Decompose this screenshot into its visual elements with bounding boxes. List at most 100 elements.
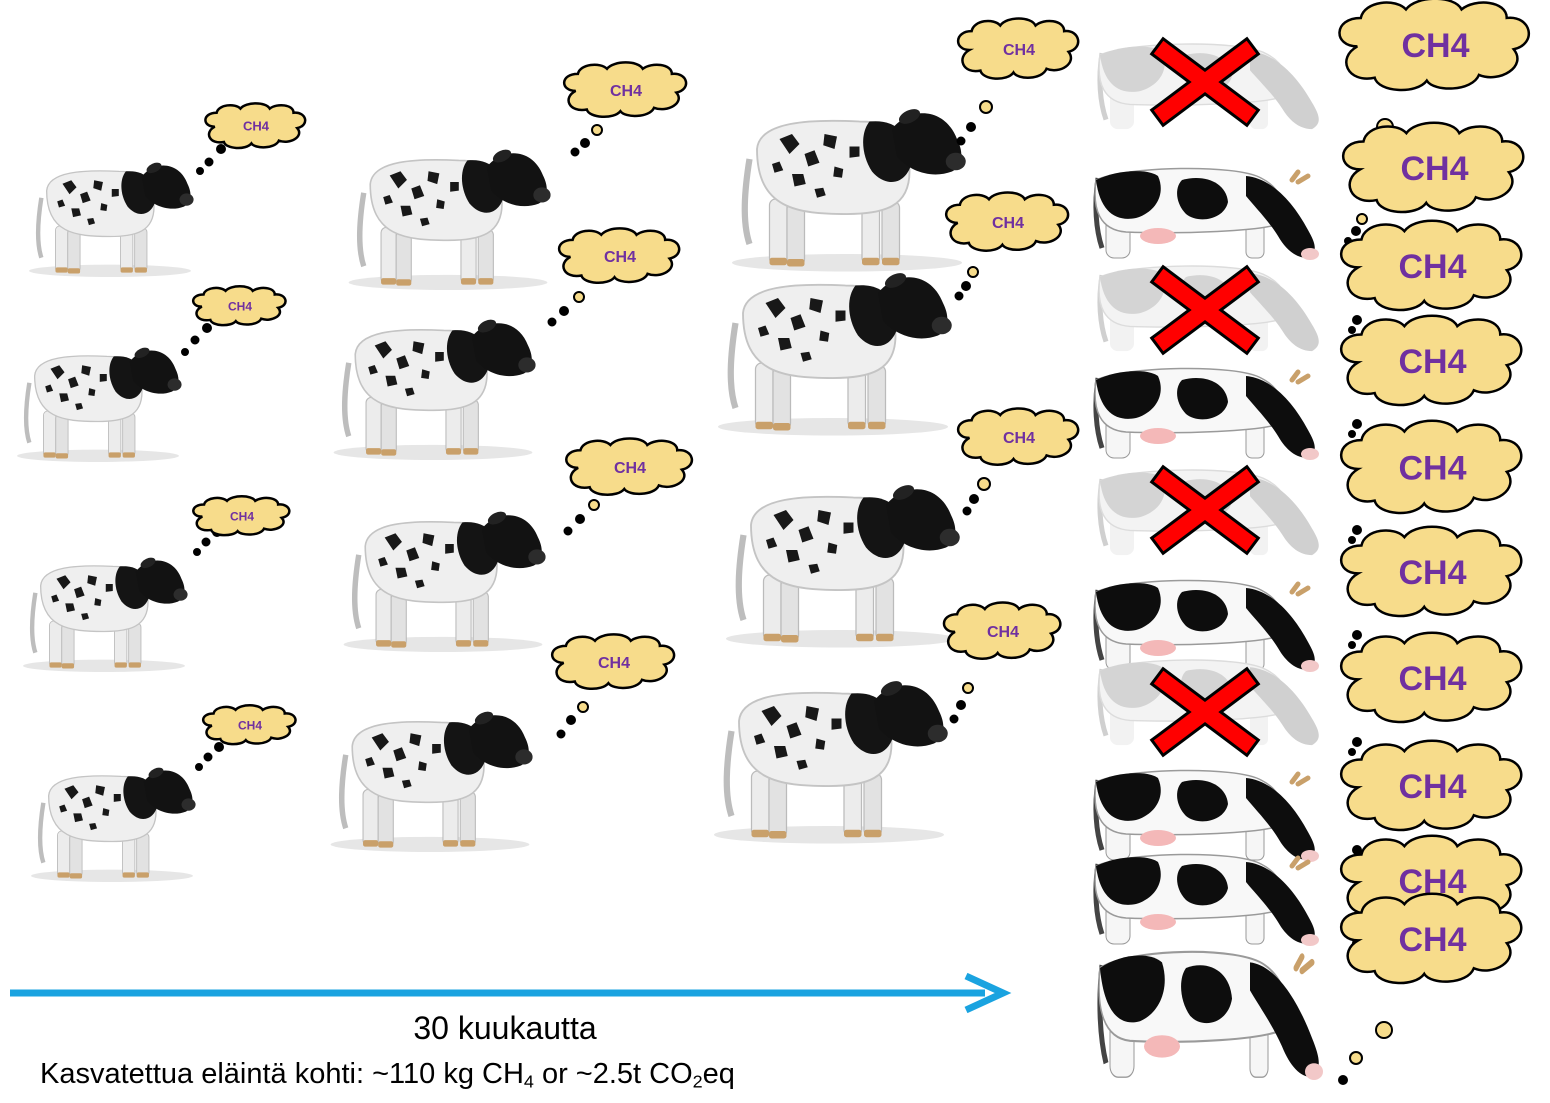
calf (732, 106, 966, 271)
thought-dot (962, 282, 970, 290)
methane-cloud: CH4 (946, 192, 1068, 299)
cow (1095, 770, 1319, 862)
thought-dot (1339, 1076, 1347, 1084)
ch4-label: CH4 (1401, 27, 1469, 65)
thought-dot (1353, 738, 1361, 746)
cow-column (1095, 44, 1323, 1080)
cow (1095, 168, 1319, 260)
thought-dot (978, 478, 990, 490)
thought-dot (581, 139, 589, 147)
thought-dot (1350, 1052, 1362, 1064)
calf (29, 161, 194, 277)
ch4-label: CH4 (238, 718, 262, 732)
thought-dot (217, 145, 225, 153)
cow (1095, 854, 1319, 946)
calf (31, 766, 196, 882)
thought-dot (1357, 214, 1367, 224)
thought-dot (206, 159, 213, 166)
methane-subscript: 4 (524, 1071, 534, 1091)
thought-dot (567, 716, 575, 724)
calf (714, 678, 948, 843)
methane-cloud: CH4 (564, 62, 686, 155)
ch4-label: CH4 (1003, 42, 1035, 59)
duration-label: 30 kuukautta (0, 1010, 1010, 1047)
thought-dot (572, 149, 579, 156)
thought-dot (1349, 537, 1355, 543)
thought-dot (192, 337, 199, 344)
thought-dot (574, 292, 584, 302)
per-animal-emissions: Kasvatettua eläintä kohti: ~110 kg CH4 o… (40, 1058, 735, 1091)
ch4-label: CH4 (1398, 450, 1466, 488)
thought-dot (1349, 431, 1355, 437)
thought-dot (970, 495, 978, 503)
methane-cloud: CH4 (1341, 316, 1521, 437)
thought-dot (1349, 327, 1355, 333)
ch4-label: CH4 (230, 509, 254, 523)
ch4-label: CH4 (1398, 554, 1466, 592)
thought-dot (549, 319, 556, 326)
ch4-label: CH4 (987, 624, 1019, 641)
ch4-label: CH4 (228, 299, 252, 313)
methane-cloud: CH4 (197, 103, 305, 174)
thought-dot (964, 508, 971, 515)
methane-cloud: CH4 (1341, 421, 1521, 543)
thought-dot (203, 324, 211, 332)
calf-column-2 (331, 147, 551, 852)
ch4-label: CH4 (992, 215, 1024, 232)
cow (1095, 580, 1319, 672)
thought-dot (958, 138, 965, 145)
ch4-label: CH4 (1400, 150, 1468, 188)
thought-dot (578, 702, 588, 712)
methane-cloud: CH4 (193, 496, 289, 555)
thought-dot (194, 549, 200, 555)
emissions-text-3: eq (703, 1058, 735, 1090)
ch4-label: CH4 (1398, 768, 1466, 806)
methane-cloud: CH4 (944, 602, 1060, 722)
methane-cloud: CH4 (196, 705, 296, 770)
calf (344, 509, 546, 652)
calf (17, 346, 182, 462)
thought-dot (1353, 846, 1361, 854)
ch4-label: CH4 (243, 119, 270, 134)
thought-dot (205, 754, 212, 761)
cow (1099, 952, 1323, 1080)
calf (349, 147, 551, 290)
thought-dot (1353, 526, 1361, 534)
thought-dot (967, 123, 975, 131)
calf (334, 317, 536, 460)
thought-dot (1352, 227, 1360, 235)
methane-cloud: CH4 (1341, 527, 1521, 648)
thought-dot (951, 716, 958, 723)
thought-dot (968, 267, 978, 277)
thought-dot (576, 515, 584, 523)
thought-dot (182, 349, 188, 355)
ch4-label: CH4 (1398, 248, 1466, 286)
thought-dot (196, 764, 202, 770)
emissions-text-2: or ~2.5t CO (534, 1058, 693, 1090)
ch4-label: CH4 (1398, 921, 1466, 959)
ch4-label: CH4 (1398, 343, 1466, 381)
methane-cloud: CH4 (549, 228, 680, 325)
thought-dot (589, 500, 599, 510)
ch4-label: CH4 (598, 655, 630, 672)
methane-cloud: CH4 (182, 286, 286, 355)
cow (1095, 368, 1319, 460)
calf (718, 270, 952, 435)
calf (331, 709, 533, 852)
thought-dot (1353, 316, 1361, 324)
methane-cloud: CH4 (958, 18, 1079, 144)
thought-dot (980, 101, 992, 113)
calf-column-3 (714, 106, 966, 843)
ch4-label: CH4 (604, 249, 636, 266)
thought-dot (1353, 420, 1361, 428)
ch4-label: CH4 (1003, 430, 1035, 447)
thought-dot (1349, 642, 1355, 648)
methane-cloud: CH4 (1341, 633, 1521, 755)
thought-dot (558, 731, 565, 738)
thought-dot (560, 307, 568, 315)
thought-dot (197, 168, 203, 174)
thought-dot (203, 539, 210, 546)
methane-cloud: CH4 (552, 634, 674, 737)
thought-dot (1353, 631, 1361, 639)
